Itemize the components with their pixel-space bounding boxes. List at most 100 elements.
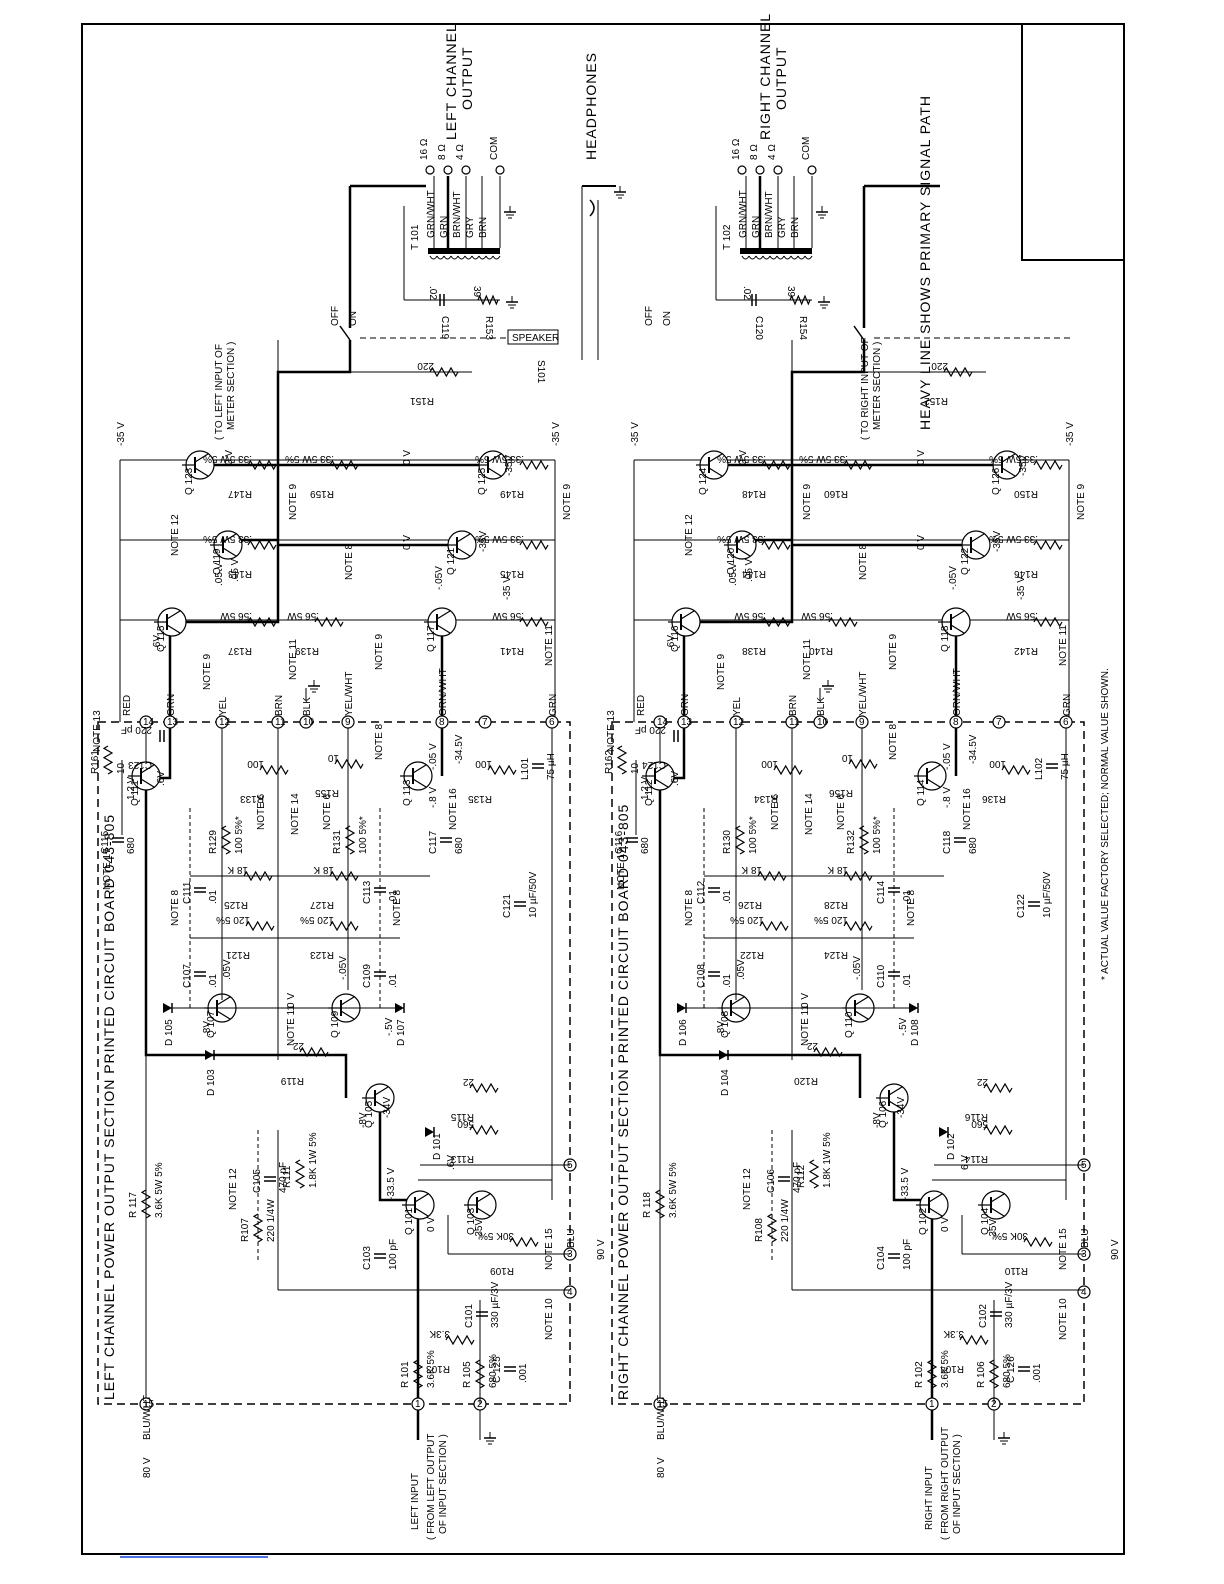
left-transistor-8-label: Q 115 [156, 625, 167, 652]
right-comp-name-C118: C118 [942, 830, 953, 854]
right-pin-14 [653, 715, 667, 729]
left-comp-val-C101: 330 µF/3V [490, 1281, 501, 1328]
right-input-3: OF INPUT SECTION ) [952, 1434, 963, 1534]
right-transistor-11-emitter [970, 547, 985, 557]
right-transistor-9-collector [950, 610, 965, 620]
left-zobel-res: R153 [483, 316, 494, 340]
right-transistor-2-label: Q 104 [980, 1207, 991, 1235]
left-pin-8-num: 8 [439, 717, 445, 728]
left-coil [464, 255, 473, 260]
left-coil [471, 255, 480, 260]
left-diode-1 [425, 1127, 434, 1137]
left-zobel-res [477, 294, 499, 306]
left-comp-val-R151: 220 [417, 360, 434, 371]
right-comp-R122 [759, 920, 789, 932]
left-comp-val-R113: 560 [457, 1118, 474, 1129]
right-comp-name-R128: R128 [824, 899, 848, 910]
right-diode-3-label: D 106 [678, 1019, 689, 1046]
right-comp-name-C112: C112 [696, 880, 707, 904]
right-comp-name-R104: R104 [940, 1363, 964, 1374]
left-comp-R159 [329, 459, 359, 471]
right-comp-name-R138: R138 [742, 645, 766, 656]
right-transistor-4-label: Q 108 [720, 1010, 731, 1038]
left-transistor-7-emitter [412, 778, 427, 788]
left-comp-name-C 125: C 125 [492, 1356, 503, 1383]
right-voltage-8: .05V [736, 959, 747, 980]
right-voltage-2: 0 V [940, 1217, 951, 1232]
right-edge-yelwht: YEL/WHT [858, 672, 869, 716]
left-comp-name-R137: R137 [228, 645, 252, 656]
right-signal-out [684, 340, 866, 624]
left-comp-val-R141: .56 5W [492, 610, 524, 621]
right-transistor-13-collector [1001, 453, 1016, 463]
right-input-1: RIGHT INPUT [924, 1466, 935, 1530]
right-board-outline [611, 721, 1085, 1405]
right-comp-val-R108: 220 1/4W [780, 1199, 791, 1242]
right-note-18: NOTE 12 [684, 514, 695, 556]
left-pin-13-num: 13 [167, 717, 179, 728]
left-pin-14 [139, 715, 153, 729]
right-comp-val-R126: 18 K [741, 864, 762, 875]
left-transistor-11-collector [456, 533, 471, 543]
left-transistor-8-emitter [166, 624, 181, 634]
left-output-title-2: OUTPUT [459, 46, 475, 110]
right-comp-R146 [1033, 539, 1063, 551]
left-pin-2-num: 2 [477, 1399, 483, 1410]
right-comp-val-R142: .56 5W [1006, 610, 1038, 621]
left-transistor-10-collector [222, 533, 237, 543]
right-edge-bluwht: BLU/WHT [656, 1395, 667, 1440]
left-comp-val-C107: .01 [208, 974, 219, 988]
actual-value-note: * ACTUAL VALUE FACTORY SELECTED; NORMAL … [1100, 668, 1111, 980]
right-comp-val-R116: 22 [976, 1076, 988, 1087]
left-comp-R143 [247, 539, 277, 551]
right-transistor-12-label: Q 124 [698, 467, 709, 495]
left-transistor-5-emitter [340, 1010, 355, 1020]
left-comp-val-R125: 18 K [227, 864, 248, 875]
to-left-meter-2: METER SECTION ) [226, 342, 237, 430]
left-transformer-core [428, 248, 500, 254]
left-note-7: NOTE 6 [256, 793, 267, 830]
left-pin-7 [478, 715, 492, 729]
left-coil [436, 255, 445, 260]
left-comp-val-C 125: .001 [518, 1363, 529, 1383]
right-input-2: ( FROM RIGHT OUTPUT [940, 1427, 951, 1540]
right-voltage-9: 0 V [800, 993, 811, 1008]
left-edge-brn: BRN [274, 695, 285, 716]
right-coil [748, 255, 757, 260]
right-comp-val-R110: 30K 5% [993, 1230, 1028, 1241]
left-voltage-18: .05 V [214, 562, 225, 586]
left-note-3: NOTE 12 [228, 1168, 239, 1210]
right-transistor-13-emitter [1001, 467, 1016, 477]
right-coil [783, 255, 792, 260]
right-voltage-12: 1.2 V [640, 776, 651, 800]
left-note-20: NOTE 9 [562, 483, 573, 520]
right-comp-val-R 106: 680 5% [1002, 1354, 1013, 1388]
left-edge-35v-2: -35 V [551, 422, 562, 446]
right-comp-name-R130: R130 [722, 830, 733, 854]
right-note-15: NOTE 8 [888, 723, 899, 760]
left-voltage-5: -8V [358, 1112, 369, 1128]
left-note-11: NOTE 17 [102, 848, 113, 890]
left-voltage-4: -35V [474, 1219, 485, 1240]
right-comp-name-R142: R142 [1014, 645, 1038, 656]
right-zobel-cap: C120 [753, 316, 764, 340]
right-transistor-12-collector [708, 453, 723, 463]
right-voltage-26: -35V [1018, 455, 1029, 476]
right-voltage-23: -35V [992, 531, 1003, 552]
left-transistor-7-collector [412, 764, 427, 774]
right-comp-val-R156: 10 [841, 752, 853, 763]
right-edge-yel: YEL [732, 697, 743, 716]
left-input-1: LEFT INPUT [410, 1473, 421, 1530]
right-note-5: NOTE 8 [684, 889, 695, 926]
left-comp-val-R109: 30K 5% [479, 1230, 514, 1241]
right-edge-ornwht: ORN/WHT [952, 668, 963, 716]
right-voltage-19: -.05V [948, 566, 959, 590]
left-comp-val-R149: .33 5W 5% [475, 453, 524, 464]
left-comp-name-R 105: R 105 [462, 1361, 473, 1388]
right-tap-label-3: COM [801, 137, 812, 160]
left-comp-name-R149: R149 [500, 488, 524, 499]
left-comp-R137 [247, 616, 277, 628]
left-comp-name-R133: R133 [240, 793, 264, 804]
left-diode-3 [163, 1003, 172, 1013]
left-comp-name-R159: R159 [310, 488, 334, 499]
